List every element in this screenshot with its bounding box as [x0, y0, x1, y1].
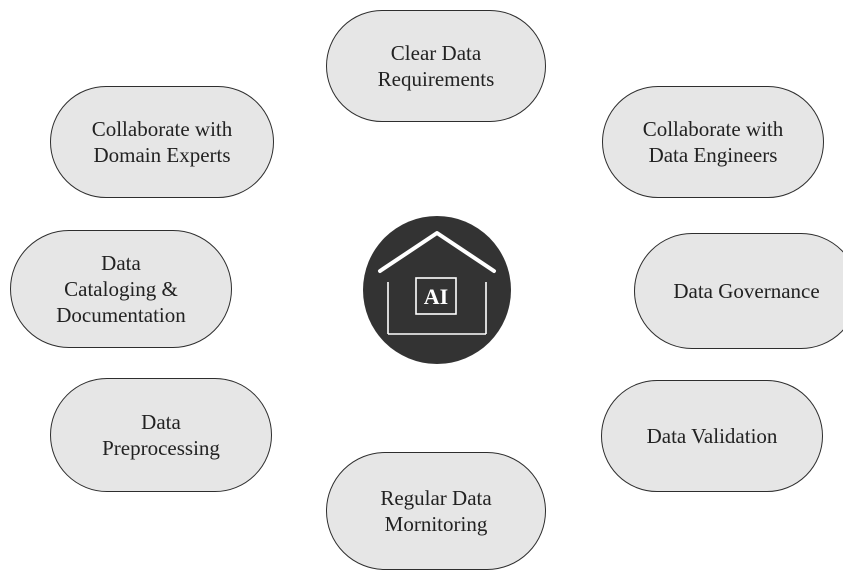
- ai-box: [415, 277, 457, 315]
- node-data-governance: Data Governance: [634, 233, 843, 349]
- node-data-preprocessing: Data Preprocessing: [50, 378, 272, 492]
- node-collaborate-data-engineers: Collaborate with Data Engineers: [602, 86, 824, 198]
- roof-line: [378, 231, 496, 273]
- node-regular-data-monitoring: Regular Data Mornitoring: [326, 452, 546, 570]
- ai-label: AI: [424, 284, 448, 309]
- node-data-cataloging: Data Cataloging & Documentation: [10, 230, 232, 348]
- node-data-validation: Data Validation: [601, 380, 823, 492]
- node-clear-data-requirements: Clear Data Requirements: [326, 10, 546, 122]
- node-collaborate-domain-experts: Collaborate with Domain Experts: [50, 86, 274, 198]
- house-ai-icon: AI: [363, 216, 511, 364]
- center-circle: [363, 216, 511, 364]
